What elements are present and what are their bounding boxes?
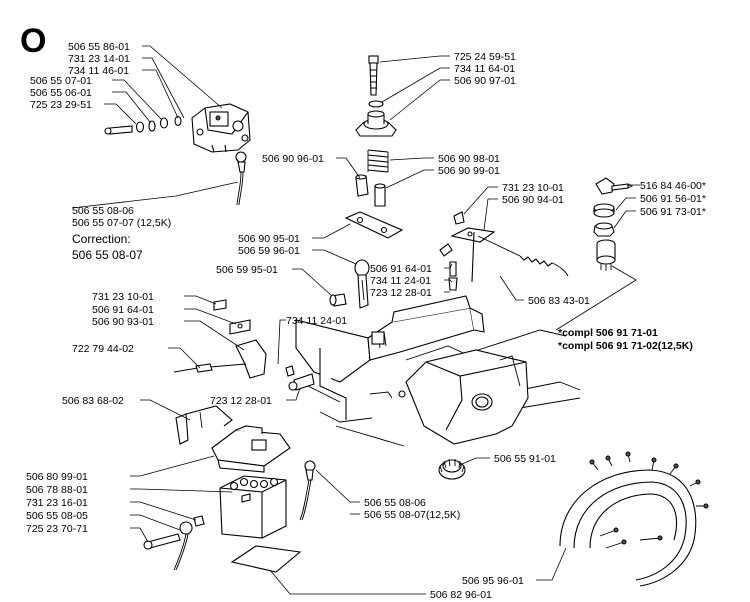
label-516-84-46-00: 516 84 46-00* bbox=[640, 180, 706, 192]
label-506-90-96-01: 506 90 96-01 bbox=[262, 153, 324, 165]
label-506-55-08-06-top: 506 55 08-06 bbox=[72, 205, 134, 217]
throttle-bracket-drawing bbox=[173, 299, 267, 379]
label-506-55-86-01: 506 55 86-01 bbox=[68, 41, 130, 53]
label-506-55-08-06-bottom: 506 55 08-06 bbox=[364, 497, 426, 509]
label-506-82-96-01: 506 82 96-01 bbox=[430, 589, 492, 601]
top-bolt-drawing bbox=[355, 55, 397, 137]
label-506-55-07-07: 506 55 07-07 (12,5K) bbox=[72, 217, 171, 229]
label-506-83-43-01: 506 83 43-01 bbox=[528, 295, 590, 307]
label-506-83-68-02: 506 83 68-02 bbox=[62, 395, 124, 407]
section-letter: O bbox=[20, 22, 46, 60]
label-506-91-56-01: 506 91 56-01* bbox=[640, 193, 706, 205]
label-506-95-96-01: 506 95 96-01 bbox=[462, 575, 524, 587]
ignition-key-drawing bbox=[595, 177, 634, 195]
bushings-drawing bbox=[355, 174, 386, 207]
label-506-90-98-01: 506 90 98-01 bbox=[438, 153, 500, 165]
label-506-91-64-01-center: 506 91 64-01 bbox=[370, 263, 432, 275]
label-734-11-24-01-center: 734 11 24-01 bbox=[370, 275, 431, 287]
label-correction: Correction: bbox=[72, 232, 131, 246]
label-506-55-08-07-bottom: 506 55 08-07(12,5K) bbox=[364, 509, 460, 521]
label-734-11-24-01-left: 734 11 24-01 bbox=[286, 315, 347, 327]
label-506-55-91-01: 506 55 91-01 bbox=[494, 453, 556, 465]
label-506-55-08-07-correction: 506 55 08-07 bbox=[72, 248, 143, 262]
label-506-90-93-01: 506 90 93-01 bbox=[92, 316, 154, 328]
label-506-55-06-01: 506 55 06-01 bbox=[30, 87, 92, 99]
wiring-harness-drawing bbox=[559, 451, 709, 587]
part-labels: 506 55 86-01 731 23 14-01 734 11 46-01 5… bbox=[26, 41, 706, 601]
label-506-80-99-01: 506 80 99-01 bbox=[26, 471, 88, 483]
solenoid-drawing bbox=[191, 103, 251, 153]
battery-cable-right-drawing bbox=[299, 460, 316, 521]
label-723-12-28-01-center: 723 12 28-01 bbox=[370, 287, 432, 299]
label-506-90-94-01: 506 90 94-01 bbox=[502, 194, 564, 206]
key-switch-ring-drawing bbox=[593, 203, 615, 218]
leader-lines bbox=[71, 45, 640, 595]
label-506-91-64-01-left: 506 91 64-01 bbox=[92, 304, 154, 316]
label-506-78-88-01: 506 78 88-01 bbox=[26, 484, 88, 496]
label-506-59-95-01: 506 59 95-01 bbox=[216, 264, 278, 276]
label-compl-506-91-71-02: *compl 506 91 71-02(12,5K) bbox=[558, 340, 693, 352]
lever-drawing bbox=[354, 259, 370, 309]
label-731-23-10-01-left: 731 23 10-01 bbox=[92, 291, 154, 303]
right-bracket-drawing bbox=[439, 211, 496, 291]
label-731-23-10-01-top: 731 23 10-01 bbox=[502, 182, 564, 194]
label-723-12-28-01-left: 723 12 28-01 bbox=[210, 395, 272, 407]
label-506-91-73-01: 506 91 73-01* bbox=[640, 206, 706, 218]
label-506-55-08-05: 506 55 08-05 bbox=[26, 510, 88, 522]
return-spring-drawing bbox=[477, 235, 569, 277]
label-734-11-64-01: 734 11 64-01 bbox=[454, 63, 515, 75]
pin-drawing bbox=[329, 293, 347, 307]
label-506-90-99-01: 506 90 99-01 bbox=[438, 165, 500, 177]
housing-drawing bbox=[405, 349, 529, 445]
battery-cover-drawing bbox=[175, 405, 233, 445]
label-734-11-46-01: 734 11 46-01 bbox=[68, 65, 129, 77]
label-725-23-70-71: 725 23 70-71 bbox=[26, 523, 88, 535]
label-722-79-44-02: 722 79 44-02 bbox=[72, 343, 134, 355]
bolt-left-drawing bbox=[285, 365, 315, 391]
bracket-plate-drawing bbox=[344, 211, 404, 239]
chassis-drawing bbox=[295, 295, 581, 447]
label-compl-506-91-71-01: *compl 506 91 71-01 bbox=[558, 327, 658, 339]
label-506-59-96-01: 506 59 96-01 bbox=[238, 245, 300, 257]
label-731-23-16-01: 731 23 16-01 bbox=[26, 497, 88, 509]
label-731-23-14-01: 731 23 14-01 bbox=[68, 53, 130, 65]
label-506-90-97-01: 506 90 97-01 bbox=[454, 75, 516, 87]
gear-drawing bbox=[438, 458, 466, 480]
spring-drawing bbox=[367, 149, 389, 173]
label-506-55-07-01: 506 55 07-01 bbox=[30, 75, 92, 87]
label-725-23-29-51: 725 23 29-51 bbox=[30, 99, 92, 111]
key-switch-body-drawing bbox=[596, 239, 616, 271]
battery-cable-left-drawing bbox=[143, 515, 205, 571]
solenoid-cable-drawing bbox=[235, 151, 247, 206]
battery-top-drawing bbox=[211, 425, 291, 473]
label-506-90-95-01: 506 90 95-01 bbox=[238, 233, 300, 245]
battery-mat-drawing bbox=[230, 545, 302, 573]
label-725-24-59-51: 725 24 59-51 bbox=[454, 51, 516, 63]
key-switch-nut-drawing bbox=[593, 222, 615, 237]
washers-left-drawing bbox=[104, 115, 182, 135]
battery-drawing bbox=[219, 475, 287, 539]
